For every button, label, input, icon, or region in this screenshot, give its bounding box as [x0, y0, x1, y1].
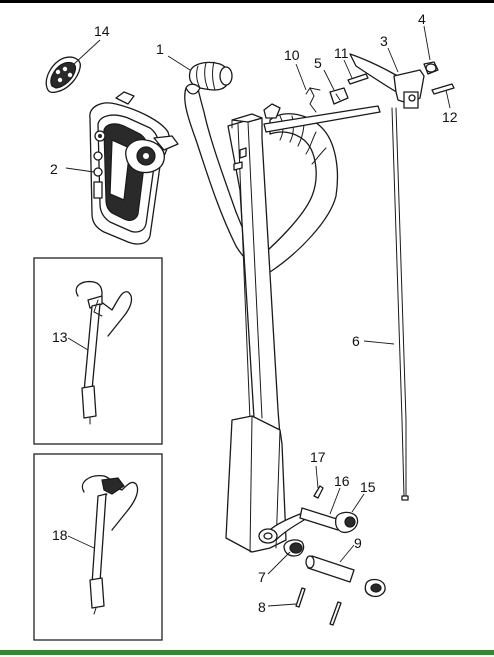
callout-15: 15 [360, 479, 376, 495]
remote-control-icon [45, 56, 81, 94]
callout-1: 1 [156, 41, 164, 57]
end-cap-icon [423, 61, 439, 75]
throttle-lever-icon [349, 53, 425, 109]
inset-18-drawing [81, 475, 139, 615]
callout-3: 3 [380, 33, 388, 49]
bottom-border [0, 650, 494, 655]
control-box-icon [89, 91, 179, 245]
callout-4: 4 [418, 11, 426, 27]
callout-8: 8 [258, 599, 266, 615]
callout-17: 17 [310, 449, 326, 465]
callout-7: 7 [258, 569, 266, 585]
leader-lines [65, 25, 451, 607]
pivot-pin-icon [305, 555, 386, 598]
callout-12: 12 [442, 109, 458, 125]
bolt-icon [295, 587, 342, 626]
top-border [0, 0, 494, 3]
callout-11: 11 [334, 45, 349, 61]
handlebar-upright-frame [184, 61, 381, 553]
callout-13: 13 [52, 329, 68, 345]
hinge-pin-icon [431, 83, 455, 95]
callout-18: 18 [52, 527, 68, 543]
callout-2: 2 [50, 161, 58, 177]
screw-clip-icon [329, 73, 369, 105]
callout-5: 5 [314, 55, 322, 71]
callout-10: 10 [284, 47, 300, 63]
axle-bolt-icon [299, 485, 359, 534]
spring-clip-icon [305, 87, 321, 113]
brake-cable-icon [391, 107, 409, 501]
inset-13-drawing [75, 280, 133, 425]
bushing-icon [258, 528, 305, 557]
callout-6: 6 [352, 333, 360, 349]
callout-16: 16 [334, 473, 350, 489]
callout-9: 9 [354, 535, 362, 551]
callout-14: 14 [94, 23, 110, 39]
